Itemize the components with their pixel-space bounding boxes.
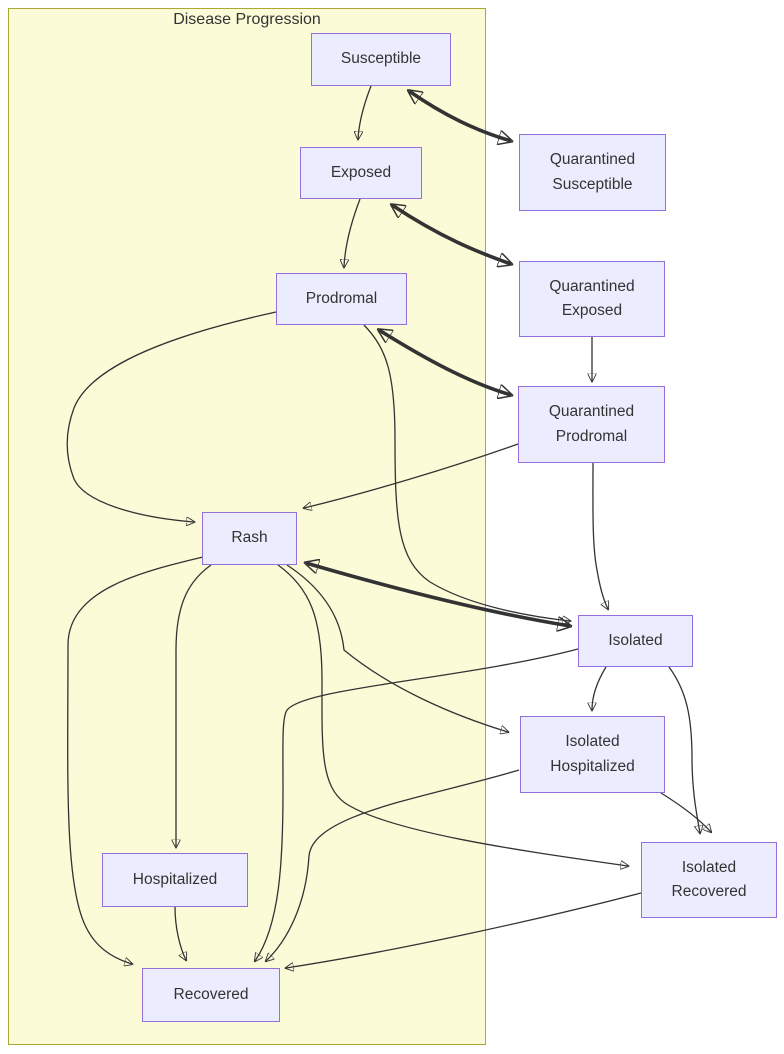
- node-isolated-hospitalized: Isolated Hospitalized: [520, 716, 665, 793]
- edge-prodromal-to-rash: [66, 311, 277, 522]
- edge-rash-to-hospitalized: [176, 564, 212, 847]
- node-quarantined-susceptible: Quarantined Susceptible: [519, 134, 666, 211]
- edge-quarantined-prodromal-to-rash: [304, 443, 519, 508]
- edge-exposed-to-prodromal: [344, 198, 361, 267]
- node-isolated: Isolated: [578, 615, 693, 667]
- edge-isolated-hospitalized-to-recovered: [266, 769, 520, 961]
- edge-rash-to-recovered: [67, 556, 204, 964]
- subgraph-title: Disease Progression: [173, 11, 321, 28]
- edge-isolated-recovered-to-recovered: [286, 892, 642, 968]
- node-quarantined-exposed: Quarantined Exposed: [519, 261, 665, 337]
- node-prodromal: Prodromal: [276, 273, 407, 325]
- edge-isolated-to-recovered: [255, 648, 579, 961]
- edge-rash-isolated: [306, 563, 570, 626]
- node-rash: Rash: [202, 512, 297, 565]
- node-susceptible: Susceptible: [311, 33, 451, 86]
- edge-susceptible-quarantined-susceptible: [409, 91, 511, 141]
- edge-quarantined-prodromal-to-isolated: [592, 462, 608, 609]
- edge-isolated-to-isolated-recovered: [668, 666, 700, 833]
- node-exposed: Exposed: [300, 147, 422, 199]
- node-isolated-recovered: Isolated Recovered: [641, 842, 777, 918]
- edge-exposed-quarantined-exposed: [392, 205, 511, 264]
- edge-isolated-hospitalized-to-isolated-recovered: [660, 792, 711, 832]
- node-recovered: Recovered: [142, 968, 280, 1022]
- edge-isolated-to-isolated-hospitalized: [592, 666, 607, 710]
- edge-prodromal-to-isolated: [363, 324, 570, 621]
- node-hospitalized: Hospitalized: [102, 853, 248, 907]
- node-quarantined-prodromal: Quarantined Prodromal: [518, 386, 665, 463]
- edge-hospitalized-to-recovered: [174, 906, 186, 960]
- edge-susceptible-to-exposed: [358, 85, 372, 139]
- edge-prodromal-quarantined-prodromal: [379, 330, 511, 395]
